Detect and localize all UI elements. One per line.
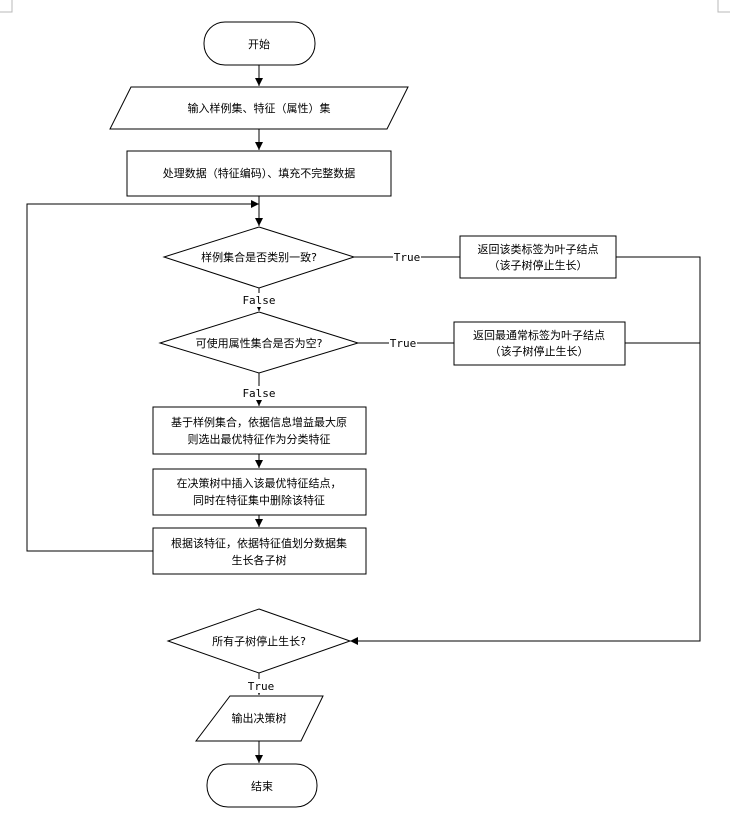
edge-label-false-1: False	[242, 294, 275, 307]
decision-attr-empty-label: 可使用属性集合是否为空?	[196, 336, 323, 350]
decision-all-stopped-label: 所有子树停止生长?	[212, 634, 306, 648]
insert-node-line-2: 同时在特征集中删除该特征	[193, 493, 325, 507]
select-feature-line-1: 基于样例集合，依据信息增益最大原	[171, 415, 347, 429]
select-feature-line-2: 则选出最优特征作为分类特征	[188, 432, 331, 446]
end-label: 结束	[251, 780, 273, 793]
edge-label-false-2: False	[242, 387, 275, 400]
result-same-class-line-2: （该子树停止生长）	[489, 258, 588, 272]
output-node: 输出决策树	[194, 695, 324, 742]
result-same-class-line-1: 返回该类标签为叶子结点	[478, 242, 599, 256]
split-line-2: 生长各子树	[232, 553, 287, 567]
split-line-1: 根据该特征，依据特征值划分数据集	[171, 536, 347, 550]
select-feature-node: 基于样例集合，依据信息增益最大原 则选出最优特征作为分类特征	[152, 406, 367, 455]
connectors	[26, 65, 701, 763]
decision-all-stopped: 所有子树停止生长?	[166, 608, 352, 674]
decision-attr-empty: 可使用属性集合是否为空?	[158, 311, 360, 374]
result-attr-empty-node: 返回最通常标签为叶子结点 （该子树停止生长）	[453, 321, 626, 366]
insert-node: 在决策树中插入该最优特征结点， 同时在特征集中删除该特征	[152, 468, 367, 516]
start-label: 开始	[248, 37, 270, 51]
result-same-class-node: 返回该类标签为叶子结点 （该子树停止生长）	[459, 235, 617, 279]
preprocess-label: 处理数据（特征编码）、填充不完整数据	[163, 166, 356, 180]
input-label: 输入样例集、特征（属性）集	[188, 101, 331, 115]
edge-label-true-1: True	[394, 251, 421, 264]
input-node: 输入样例集、特征（属性）集	[109, 86, 409, 130]
edge-label-true-3: True	[248, 680, 275, 693]
split-node: 根据该特征，依据特征值划分数据集 生长各子树	[152, 527, 367, 575]
preprocess-node: 处理数据（特征编码）、填充不完整数据	[126, 150, 392, 197]
decision-same-class: 样例集合是否类别一致?	[162, 226, 356, 289]
result-attr-empty-line-1: 返回最通常标签为叶子结点	[473, 328, 605, 342]
page-corner-marks	[0, 0, 730, 13]
decision-same-class-label: 样例集合是否类别一致?	[201, 250, 317, 264]
insert-node-line-1: 在决策树中插入该最优特征结点，	[177, 476, 342, 490]
result-attr-empty-line-2: （该子树停止生长）	[490, 344, 589, 358]
end-node: 结束	[206, 763, 318, 808]
edge-label-true-2: True	[390, 337, 417, 350]
output-label: 输出决策树	[232, 711, 287, 725]
start-node: 开始	[203, 21, 316, 66]
